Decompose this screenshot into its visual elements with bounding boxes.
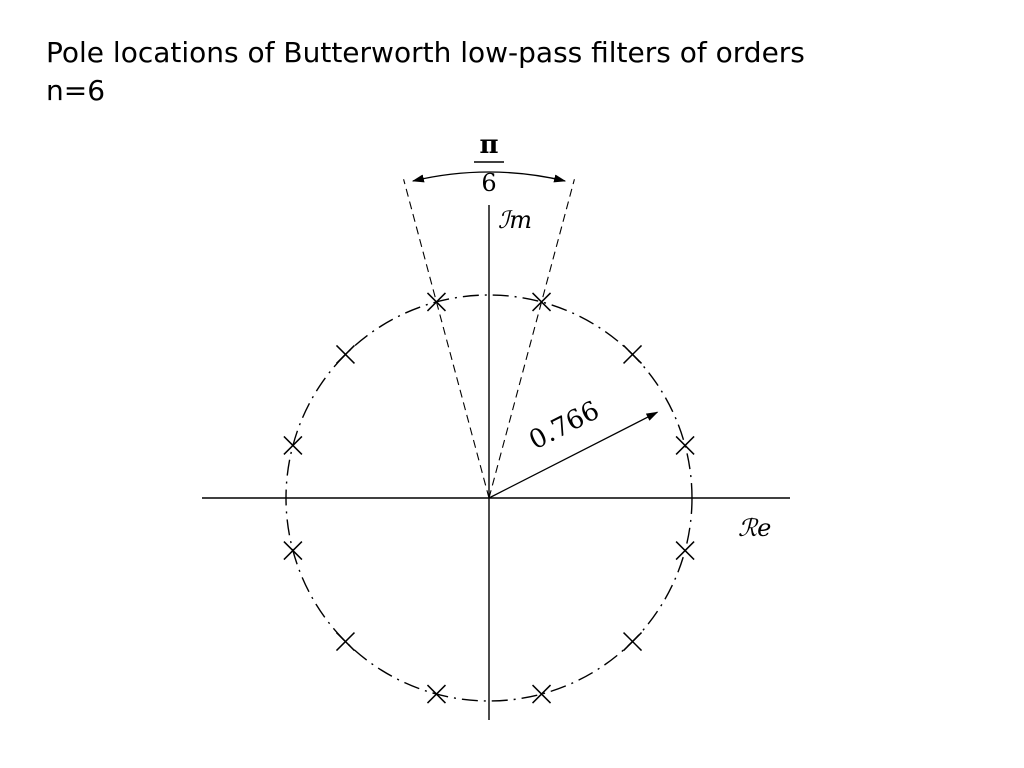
pole-marker bbox=[532, 292, 552, 312]
pole-marker bbox=[283, 541, 303, 561]
pole-marker-stroke bbox=[623, 344, 643, 364]
pole-marker bbox=[675, 435, 695, 455]
slide-title: Pole locations of Butterworth low-pass f… bbox=[46, 34, 986, 110]
pole-marker-stroke bbox=[283, 435, 303, 455]
pole-markers bbox=[283, 292, 695, 704]
pole-marker-stroke bbox=[532, 292, 552, 312]
pole-marker-stroke bbox=[623, 632, 643, 652]
angle-guide-line bbox=[403, 179, 490, 499]
pole-marker bbox=[283, 435, 303, 455]
angle-guide-line bbox=[488, 179, 575, 499]
pole-marker bbox=[623, 632, 643, 652]
pole-marker bbox=[426, 292, 446, 312]
angle-guides bbox=[403, 171, 575, 499]
pole-circle bbox=[285, 294, 693, 702]
pole-marker-stroke bbox=[675, 541, 695, 561]
pole-marker-stroke bbox=[426, 292, 446, 312]
pole-marker-stroke bbox=[335, 632, 355, 652]
angle-label-numerator: π bbox=[479, 130, 498, 160]
pole-marker bbox=[426, 684, 446, 704]
pole-marker bbox=[623, 344, 643, 364]
pole-marker bbox=[335, 344, 355, 364]
pole-marker bbox=[675, 541, 695, 561]
angle-arc-left bbox=[411, 171, 490, 183]
radius-arrow bbox=[488, 411, 659, 499]
angle-arc-right bbox=[488, 171, 567, 183]
real-axis-label: ℛe bbox=[738, 514, 771, 542]
imaginary-axis-label: ℐm bbox=[498, 206, 532, 234]
angle-label-denominator: 6 bbox=[481, 169, 496, 197]
pole-marker-stroke bbox=[426, 684, 446, 704]
pole-marker bbox=[532, 684, 552, 704]
pole-marker-stroke bbox=[283, 541, 303, 561]
slide-title-line-1: Pole locations of Butterworth low-pass f… bbox=[46, 36, 805, 69]
slide-title-line-2: n=6 bbox=[46, 74, 106, 107]
radius-label: 0.766 bbox=[524, 396, 604, 457]
radius-arrow-line bbox=[488, 411, 659, 499]
pole-marker-stroke bbox=[335, 344, 355, 364]
pole-marker-stroke bbox=[532, 684, 552, 704]
pole-marker bbox=[335, 632, 355, 652]
pole-marker-stroke bbox=[675, 435, 695, 455]
